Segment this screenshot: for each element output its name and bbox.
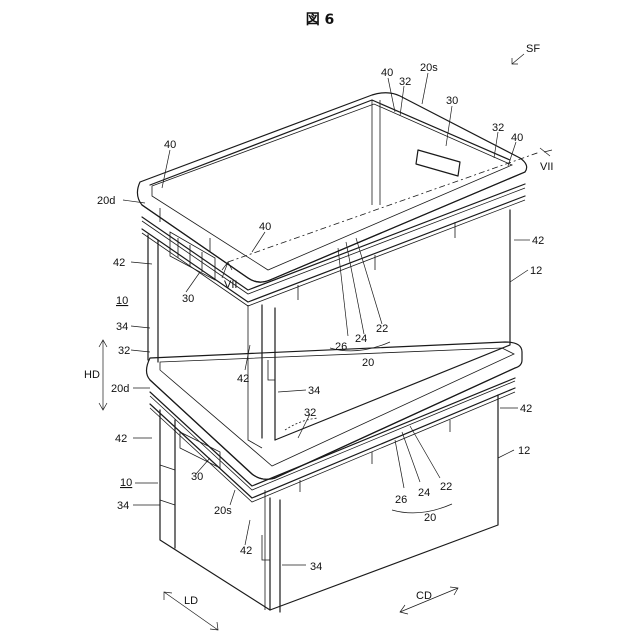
label-hd: HD	[84, 369, 100, 381]
label-30-b: 30	[182, 293, 194, 305]
label-40-b: 40	[511, 132, 523, 144]
label-40-c: 40	[164, 139, 176, 151]
label-32-d: 32	[304, 407, 316, 419]
label-34-c: 34	[117, 500, 129, 512]
label-40-a: 40	[381, 67, 393, 79]
label-34-b: 34	[308, 385, 320, 397]
label-20s-a: 20s	[420, 62, 438, 74]
label-20s-b: 20s	[214, 505, 232, 517]
label-34-a: 34	[116, 321, 128, 333]
label-cd: CD	[416, 590, 432, 602]
label-20-b: 20	[424, 512, 436, 524]
label-22-b: 22	[440, 481, 452, 493]
label-vii-mid: VII	[224, 279, 237, 291]
label-42-a: 42	[113, 257, 125, 269]
upper-container	[137, 93, 540, 448]
figure-title: 図 6	[306, 12, 335, 28]
label-26-b: 26	[395, 494, 407, 506]
label-ld: LD	[184, 595, 198, 607]
label-30-a: 30	[446, 95, 458, 107]
label-12-b: 12	[518, 445, 530, 457]
label-42-b: 42	[532, 235, 544, 247]
label-42-e: 42	[520, 403, 532, 415]
label-40-d: 40	[259, 221, 271, 233]
label-34-d: 34	[310, 561, 322, 573]
reference-labels: 図 6 SF VII VII 40 32 20s 30 32 40 40 20d…	[84, 12, 553, 607]
label-42-d: 42	[115, 433, 127, 445]
label-sf: SF	[526, 43, 540, 55]
label-32-b: 32	[492, 122, 504, 134]
label-32-a: 32	[399, 76, 411, 88]
label-20d-b: 20d	[111, 383, 129, 395]
label-22-a: 22	[376, 323, 388, 335]
label-30-c: 30	[191, 471, 203, 483]
label-24-b: 24	[418, 487, 430, 499]
leader-lines	[123, 73, 530, 565]
label-42-f: 42	[240, 545, 252, 557]
label-26-a: 26	[335, 341, 347, 353]
label-vii-top: VII	[540, 161, 553, 173]
label-42-c: 42	[237, 373, 249, 385]
label-24-a: 24	[355, 333, 367, 345]
label-10-b: 10	[120, 477, 132, 489]
label-20-a: 20	[362, 357, 374, 369]
label-12-a: 12	[530, 265, 542, 277]
label-10-a: 10	[116, 295, 128, 307]
label-32-c: 32	[118, 345, 130, 357]
label-20d-a: 20d	[97, 195, 115, 207]
